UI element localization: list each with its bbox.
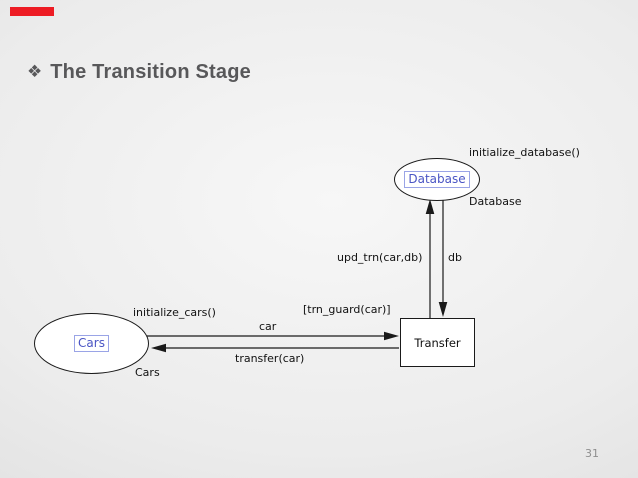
arc-upd-arrowhead-icon xyxy=(425,199,435,214)
page-title: The Transition Stage xyxy=(50,61,251,83)
transition-transfer: Transfer xyxy=(400,318,475,367)
label-database-type: Database xyxy=(469,195,522,208)
label-cars-type: Cars xyxy=(135,366,160,379)
accent-bar xyxy=(10,7,54,16)
label-arc-car: car xyxy=(259,320,277,333)
arc-db-arrowhead-icon xyxy=(438,302,448,317)
diamond-bullet-icon: ❖ xyxy=(27,62,43,82)
label-arc-upd-trn: upd_trn(car,db) xyxy=(337,251,423,264)
place-database-name-box: Database xyxy=(404,171,470,188)
arc-car-arrowhead-icon xyxy=(384,331,399,341)
page-number: 31 xyxy=(585,447,599,460)
label-arc-db: db xyxy=(448,251,462,264)
label-transition-guard: [trn_guard(car)] xyxy=(303,303,391,316)
place-database: Database xyxy=(394,158,480,201)
place-cars-name-box: Cars xyxy=(74,335,109,352)
label-arc-transfer-car: transfer(car) xyxy=(235,352,305,365)
arc-transfer-arrowhead-icon xyxy=(151,343,166,353)
slide-title-row: ❖ The Transition Stage xyxy=(27,61,251,84)
label-initialize-database: initialize_database() xyxy=(469,146,580,159)
label-initialize-cars: initialize_cars() xyxy=(133,306,216,319)
place-cars: Cars xyxy=(34,313,149,374)
